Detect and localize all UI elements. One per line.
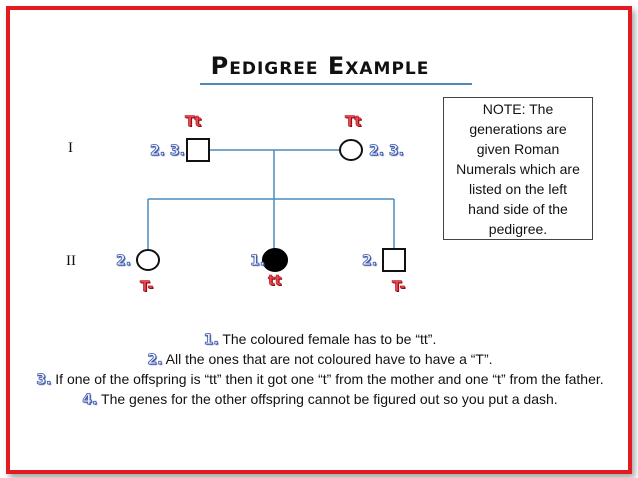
- explanation-list: 1. The coloured female has to be “tt”. 2…: [30, 330, 610, 410]
- point-text: All the ones that are not coloured have …: [165, 351, 493, 367]
- explanation-point-4: 4. The genes for the other offspring can…: [30, 390, 610, 410]
- point-text: The genes for the other offspring cannot…: [101, 391, 558, 407]
- offspring-2-tag: 1.: [250, 253, 266, 270]
- point-number: 3.: [36, 372, 52, 389]
- note-text: NOTE: The generations are given Roman Nu…: [456, 100, 580, 237]
- explanation-point-3: 3. If one of the offspring is “tt” then …: [30, 370, 610, 390]
- offspring-1-genotype: T-: [140, 279, 154, 296]
- title-underline: [200, 83, 472, 85]
- point-text: If one of the offspring is “tt” then it …: [55, 371, 604, 387]
- explanation-point-2: 2. All the ones that are not coloured ha…: [30, 350, 610, 370]
- parent-male-tag: 2. 3.: [150, 143, 186, 160]
- point-number: 2.: [147, 352, 163, 369]
- point-number: 4.: [82, 392, 98, 409]
- offspring-2-affected-female-circle: [262, 248, 288, 272]
- generation-label-ii: II: [66, 253, 76, 269]
- parent-female-tag: 2. 3.: [369, 143, 405, 160]
- parent-female-circle: [339, 139, 363, 161]
- note-box: NOTE: The generations are given Roman Nu…: [443, 97, 593, 240]
- offspring-3-tag: 2.: [362, 253, 378, 270]
- offspring-1-female-circle: [136, 249, 160, 271]
- offspring-1-tag: 2.: [116, 253, 132, 270]
- offspring-3-male-square: [382, 248, 406, 272]
- parent-female-genotype: Tt: [345, 114, 362, 131]
- slide-title: Pedigree Example: [210, 52, 430, 80]
- explanation-point-1: 1. The coloured female has to be “tt”.: [30, 330, 610, 350]
- offspring-2-genotype: tt: [268, 273, 282, 290]
- point-number: 1.: [203, 332, 219, 349]
- generation-label-i: I: [68, 140, 73, 156]
- parent-male-genotype: Tt: [185, 114, 202, 131]
- parent-male-square: [186, 138, 210, 162]
- point-text: The coloured female has to be “tt”.: [222, 331, 437, 347]
- offspring-3-genotype: T-: [392, 279, 406, 296]
